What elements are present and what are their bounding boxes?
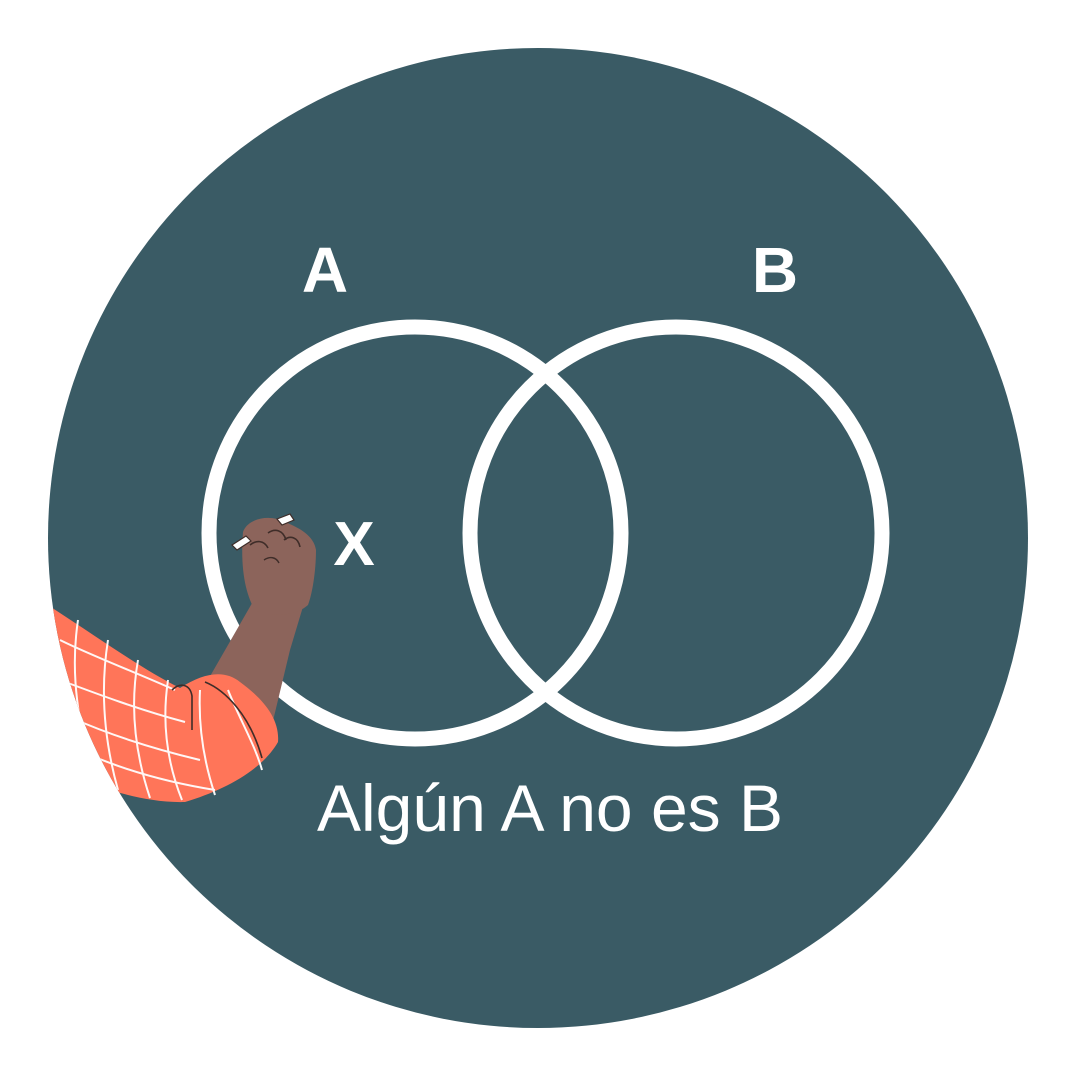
set-b-circle [462, 319, 890, 747]
caption-text: Algún A no es B [317, 771, 783, 845]
x-marker: X [333, 510, 374, 579]
set-b-label: B [752, 234, 798, 306]
hand-holding-chalk-icon [48, 513, 316, 803]
set-a-label: A [302, 234, 348, 306]
set-a-circle [201, 319, 629, 747]
background-disc [48, 48, 1028, 1028]
